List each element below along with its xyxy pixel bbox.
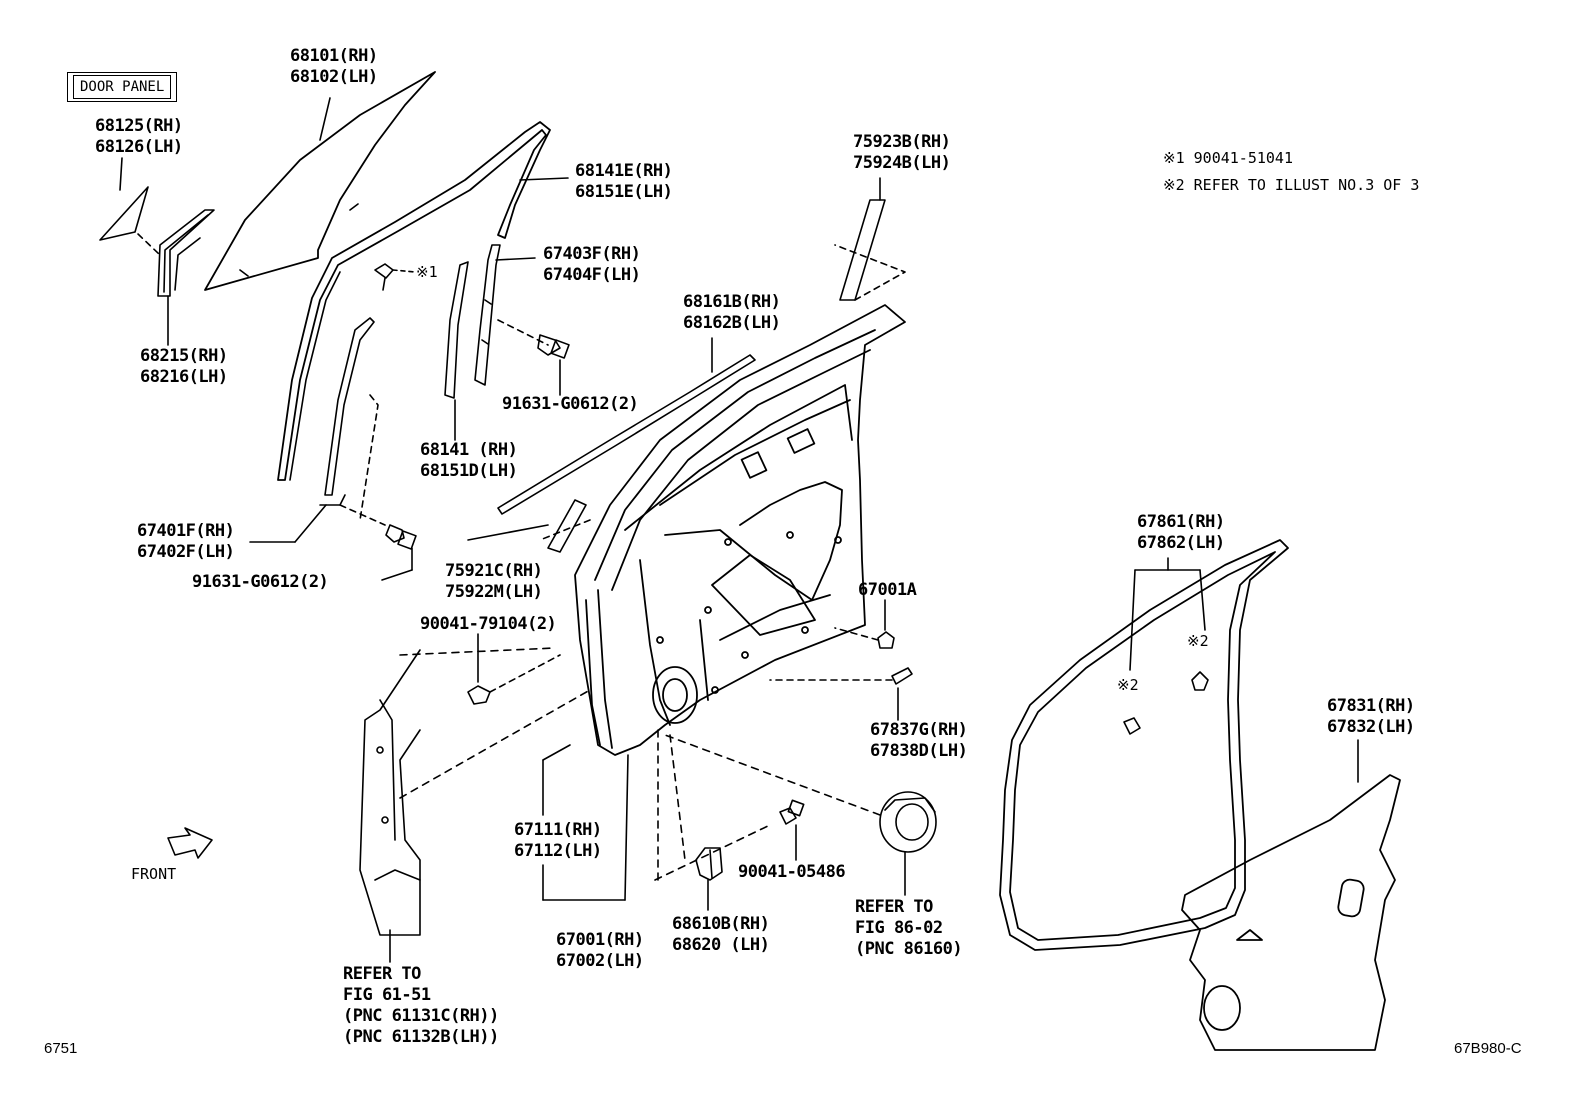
part-label-68215: 68215(RH)68216(LH): [140, 346, 228, 387]
part-label-67403F: 67403F(RH)67404F(LH): [543, 244, 641, 285]
belt-molding: [497, 354, 756, 515]
leader-91631b-2: [381, 569, 413, 581]
door-shell: [574, 304, 906, 756]
part-label-67861: 67861(RH)67862(LH): [1137, 512, 1225, 553]
note-1: ※1 90041-51041: [1163, 149, 1293, 167]
part-label-75923B: 75923B(RH)75924B(LH): [853, 132, 951, 173]
leader-67861-l: [1129, 569, 1136, 671]
dash-speaker: [664, 734, 881, 816]
inner-run: [444, 261, 469, 399]
front-lower-channel: [319, 317, 375, 506]
leader-68101: [319, 97, 331, 141]
clip-1: [374, 263, 416, 291]
leader-68125: [119, 157, 123, 191]
part-label-68610B: 68610B(RH)68620 (LH): [672, 914, 770, 955]
dash-body-1: [399, 689, 591, 799]
lower-sash-tape: [547, 499, 587, 553]
part-label-67001: 67001(RH)67002(LH): [556, 930, 644, 971]
part-label-90041b: 90041-05486: [738, 862, 846, 882]
part-label-91631a: 91631-G0612(2): [502, 394, 639, 414]
sash-tape: [839, 199, 886, 301]
quarter-glass: [99, 186, 149, 241]
part-label-90041a: 90041-79104(2): [420, 614, 557, 634]
leader-68141E: [519, 177, 569, 181]
speaker: [879, 791, 937, 853]
leader-67861-r: [1199, 569, 1206, 631]
bolt-lower: [385, 524, 417, 550]
plug-67001A: [877, 631, 895, 649]
door-glass: [204, 71, 436, 291]
door-weatherstrip: [999, 539, 1289, 951]
part-label-91631b: 91631-G0612(2): [192, 572, 329, 592]
dash-hinge-3: [654, 824, 771, 881]
marker-2b: ※2: [1187, 632, 1209, 650]
part-label-67837G: 67837G(RH)67838D(LH): [870, 720, 968, 761]
part-label-67401F: 67401F(RH)67402F(LH): [137, 521, 235, 562]
front-arrow-icon: [167, 827, 213, 859]
part-label-67831: 67831(RH)67832(LH): [1327, 696, 1415, 737]
dash-67403F: [497, 319, 549, 346]
leader-67111-2: [542, 744, 571, 761]
door-panel-label: DOOR PANEL: [73, 75, 172, 99]
dash-quarter-glass: [137, 233, 161, 256]
marker-2a: ※2: [1117, 676, 1139, 694]
front-label: FRONT: [131, 865, 177, 883]
leader-67403F: [495, 257, 536, 261]
leader-67001: [624, 754, 629, 901]
dash-67401F: [339, 504, 386, 526]
dash-nut: [489, 654, 561, 693]
part-label-75921C: 75921C(RH)75922M(LH): [445, 561, 543, 602]
dash-75921C: [539, 519, 591, 541]
dash-75923B: [834, 244, 906, 301]
page-code-right: 67B980-C: [1454, 1040, 1522, 1057]
hole-plug-67837G: [891, 667, 913, 685]
part-label-67111: 67111(RH)67112(LH): [514, 820, 602, 861]
rear-run-channel: [474, 244, 501, 386]
clip-2b: [1191, 671, 1209, 691]
glass-run-weatherstrip: [277, 121, 551, 481]
nut-90041: [467, 685, 491, 705]
bolt-upper: [537, 334, 570, 359]
note-2: ※2 REFER TO ILLUST NO.3 OF 3: [1163, 176, 1420, 194]
hinge-68610B: [695, 847, 723, 881]
part-label-68141E: 68141E(RH)68151E(LH): [575, 161, 673, 202]
dash-channel: [359, 394, 379, 521]
part-label-68141: 68141 (RH)68151D(LH): [420, 440, 518, 481]
dash-67001A: [834, 627, 879, 641]
body-pillar: [359, 649, 421, 936]
part-label-68101: 68101(RH)68102(LH): [290, 46, 378, 87]
marker-1: ※1: [416, 263, 438, 281]
division-bar-seal: [157, 209, 215, 297]
part-label-68161B: 68161B(RH)68162B(LH): [683, 292, 781, 333]
door-panel-box: DOOR PANEL: [67, 72, 178, 102]
bolt-90041-05486: [779, 799, 805, 825]
clip-2a: [1123, 717, 1141, 735]
leader-67401F: [294, 504, 327, 543]
leader-75921C: [467, 524, 549, 541]
part-label-68125: 68125(RH)68126(LH): [95, 116, 183, 157]
page-code-left: 6751: [44, 1040, 78, 1057]
part-label-67001A: 67001A: [858, 580, 917, 600]
dash-hinge-2: [669, 734, 686, 861]
service-hole-cover: [1181, 774, 1401, 1051]
